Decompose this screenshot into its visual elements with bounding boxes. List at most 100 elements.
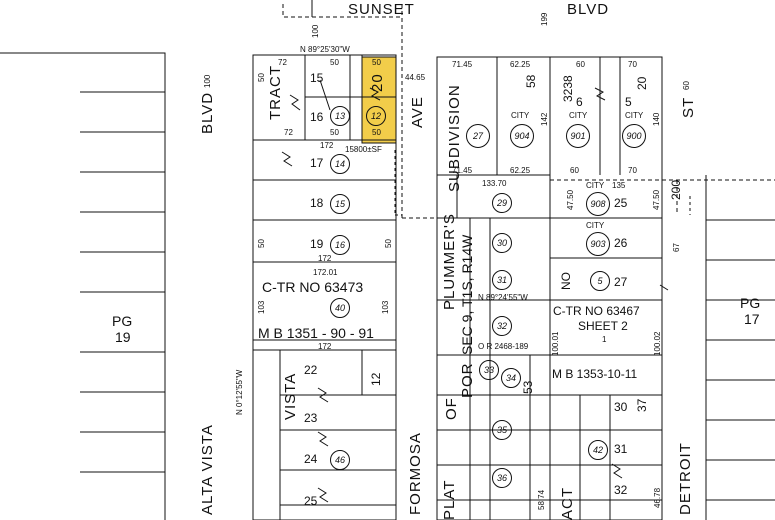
dim-103-b: 103 [381, 300, 390, 314]
dim-135: 135 [612, 181, 626, 190]
label-plat: PLAT [441, 479, 458, 520]
label-bearing-vert: N 0°12'55"W [235, 369, 244, 415]
lot-20: 20 [369, 73, 386, 92]
parcel-901[interactable]: 901 [566, 124, 590, 148]
num-199-top: 199 [540, 12, 549, 26]
parcel-5[interactable]: 5 [590, 271, 610, 291]
parcel-35[interactable]: 35 [492, 420, 512, 440]
num-100-right: 100 [311, 24, 320, 38]
lot-32: 32 [614, 483, 628, 497]
label-pg-right: PG [740, 295, 761, 311]
dim-44-65: 44.65 [405, 73, 426, 82]
lot-16: 16 [310, 110, 324, 124]
lot-53: 53 [521, 380, 535, 394]
dim-100-02: 100.02 [653, 331, 662, 356]
lot-18: 18 [310, 196, 324, 210]
street-vista: VISTA [282, 372, 299, 420]
lot-25-right: 25 [614, 196, 628, 210]
street-blvd-top: BLVD [567, 1, 610, 18]
lot-24: 24 [304, 452, 318, 466]
parcel-32[interactable]: 32 [492, 316, 512, 336]
lot-58: 58 [524, 74, 538, 88]
dim-103-a: 103 [257, 300, 266, 314]
label-tract: TRACT [267, 65, 284, 120]
parcel-36[interactable]: 36 [492, 468, 512, 488]
parcel-14[interactable]: 14 [330, 154, 350, 174]
label-pg-left-num: 19 [115, 329, 131, 345]
lot-31: 31 [614, 442, 628, 456]
label-bearing-mid: N 89°24'55"W [478, 293, 528, 302]
dim-50-d: 50 [372, 128, 381, 137]
label-ctr-left: C-TR NO 63473 [262, 279, 364, 295]
dim-50-top-b: 50 [372, 58, 381, 67]
dim-70-b: 70 [628, 166, 637, 175]
dim-71-45-a: 71.45 [452, 60, 473, 69]
sunset-boundary [282, 4, 402, 18]
lot-no: NO [559, 272, 573, 290]
num-60: 60 [682, 81, 691, 90]
dim-72-top: 72 [278, 58, 287, 67]
parcel-904[interactable]: 904 [510, 124, 534, 148]
dim-133-70: 133.70 [482, 179, 507, 188]
lot-30: 30 [614, 400, 628, 414]
label-pg-right-num: 17 [744, 311, 760, 327]
city-label-901: CITY [569, 111, 588, 120]
parcel-908[interactable]: 908 [586, 192, 610, 216]
label-plummers: PLUMMER'S [441, 213, 458, 310]
dim-47-50-a: 47.50 [566, 189, 575, 210]
city-label-900: CITY [625, 111, 644, 120]
street-formosa: FORMOSA [407, 432, 424, 515]
dim-47-50-b: 47.50 [652, 189, 661, 210]
parcel-13[interactable]: 13 [330, 106, 350, 126]
lot-20-right: 20 [635, 76, 649, 90]
parcel-31[interactable]: 31 [492, 270, 512, 290]
label-bearing-top: N 89°25'30"W [300, 45, 350, 54]
parcel-900[interactable]: 900 [622, 124, 646, 148]
dim-71-45-b: 71.45 [452, 166, 473, 175]
parcel-30[interactable]: 30 [492, 233, 512, 253]
dim-62-25-a: 62.25 [510, 60, 531, 69]
dim-62-25-b: 62.25 [510, 166, 531, 175]
label-subdivision: SUBDIVISION [446, 84, 463, 192]
lot-25: 25 [304, 494, 318, 508]
parcel-34[interactable]: 34 [501, 368, 521, 388]
dim-70-a: 70 [628, 60, 637, 69]
street-sunset: SUNSET [348, 1, 415, 18]
parcel-46[interactable]: 46 [330, 450, 350, 470]
dim-58-74: 58.74 [537, 489, 546, 510]
parcel-16[interactable]: 16 [330, 235, 350, 255]
lot-26: 26 [614, 236, 628, 250]
parcel-42[interactable]: 42 [588, 440, 608, 460]
dim-50-c: 50 [330, 128, 339, 137]
label-pg-left: PG [112, 313, 133, 329]
dim-60-b: 60 [570, 166, 579, 175]
parcel-15[interactable]: 15 [330, 194, 350, 214]
parcel-903[interactable]: 903 [586, 232, 610, 256]
parcel-33[interactable]: 33 [479, 360, 499, 380]
label-sec: SEC 9, T1S, R14W [459, 234, 475, 355]
num-100-left: 100 [203, 74, 212, 88]
street-alta-vista: ALTA VISTA [199, 424, 216, 515]
label-por: POR [459, 362, 476, 398]
street-detroit: DETROIT [677, 442, 694, 515]
parcel-29[interactable]: 29 [492, 193, 512, 213]
parcel-12[interactable]: 12 [366, 106, 386, 126]
lot-17: 17 [310, 156, 324, 170]
lot-23: 23 [304, 411, 318, 425]
street-blvd-left: BLVD [199, 91, 216, 134]
lot-6: 6 [576, 95, 583, 109]
lot-37: 37 [635, 398, 649, 412]
dim-140: 140 [652, 112, 661, 126]
num-200: 200 [669, 179, 683, 200]
dim-50-e: 50 [257, 73, 266, 82]
parcel-40[interactable]: 40 [330, 298, 350, 318]
parcel-27[interactable]: 27 [466, 124, 490, 148]
dim-60-a: 60 [576, 60, 585, 69]
label-of: OF [443, 397, 460, 420]
label-sheet-num: 1 [602, 335, 607, 344]
lot-12: 12 [369, 372, 383, 386]
label-ctr-right: C-TR NO 63467 [553, 304, 640, 318]
lot-15: 15 [310, 71, 324, 85]
lot-22: 22 [304, 363, 318, 377]
label-area: 15800±SF [345, 145, 382, 154]
